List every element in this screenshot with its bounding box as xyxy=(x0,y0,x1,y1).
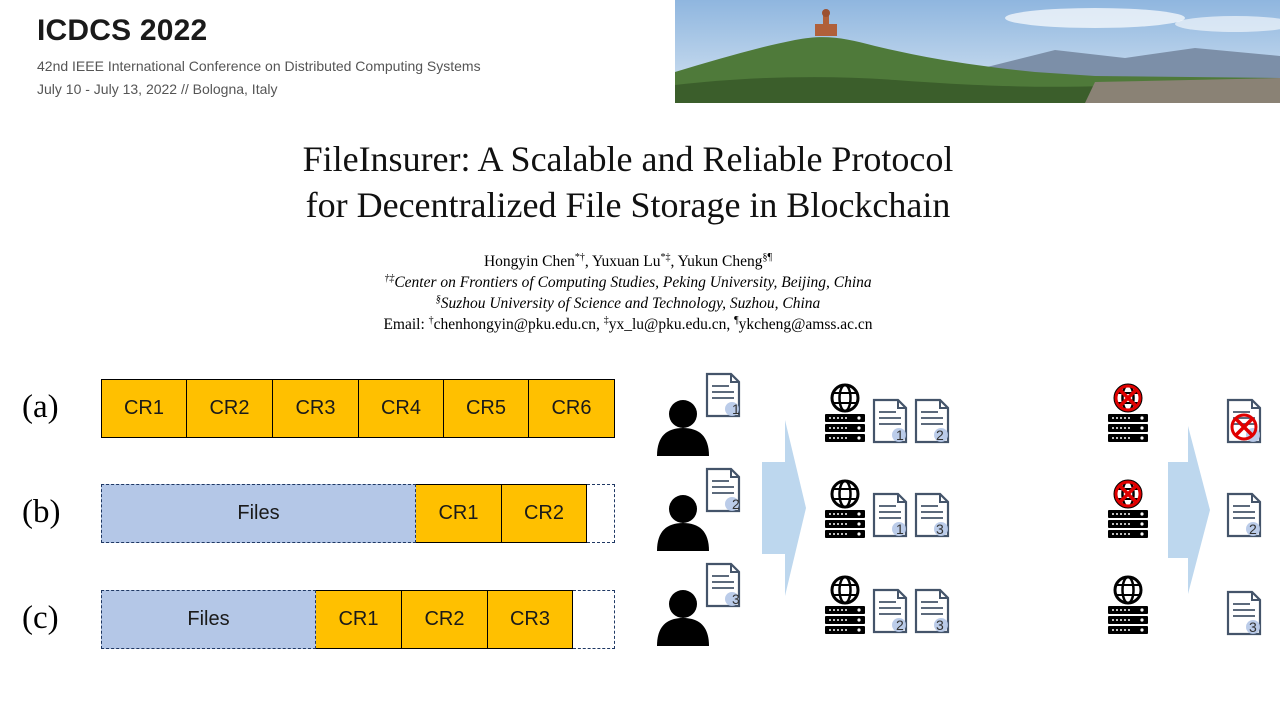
storage-bar-b: Files CR1 CR2 xyxy=(101,484,615,543)
affiliation-suzhou: §Suzhou University of Science and Techno… xyxy=(0,293,1256,313)
empty-space xyxy=(587,484,615,543)
author-name: Hongyin Chen xyxy=(483,253,575,270)
paper-title-line2: for Decentralized File Storage in Blockc… xyxy=(305,185,951,225)
email-mark: ¶ xyxy=(734,314,739,326)
bologna-landscape-banner xyxy=(675,0,1280,103)
cr-cell: CR1 xyxy=(101,379,187,438)
storage-flow-diagram: 1 2 3 1 2 1 3 2 3 2 3 xyxy=(657,372,1262,646)
email-mark: ‡ xyxy=(603,314,609,326)
file-number: 2 xyxy=(896,617,904,633)
user-icon xyxy=(657,400,709,456)
server-failed-icon xyxy=(1114,384,1142,412)
author-mark: *‡ xyxy=(660,251,671,263)
server-icon xyxy=(1106,383,1150,444)
empty-space xyxy=(573,590,615,649)
user-icon xyxy=(657,495,709,551)
author-mark: *† xyxy=(574,251,585,263)
cr-cell: CR2 xyxy=(402,590,488,649)
email-label: Email: xyxy=(383,316,429,333)
file-number: 2 xyxy=(1249,521,1257,537)
file-number: 3 xyxy=(732,591,740,607)
paper-title: FileInsurer: A Scalable and Reliable Pro… xyxy=(0,136,1256,228)
server-icon xyxy=(823,479,867,540)
affiliation-mark: †‡ xyxy=(384,272,395,284)
email-line: Email: †chenhongyin@pku.edu.cn, ‡yx_lu@p… xyxy=(383,314,873,333)
paper-title-line1: FileInsurer: A Scalable and Reliable Pro… xyxy=(302,139,954,179)
file-number: 2 xyxy=(732,496,740,512)
cr-cell: CR1 xyxy=(316,590,402,649)
file-number: 3 xyxy=(936,617,944,633)
author-list: Hongyin Chen*†, Yuxuan Lu*‡, Yukun Cheng… xyxy=(483,251,773,270)
row-label-b: (b) xyxy=(22,494,61,530)
cr-cell: CR3 xyxy=(273,379,359,438)
affiliation-text: Center on Frontiers of Computing Studies… xyxy=(394,274,872,291)
cr-cell: CR3 xyxy=(488,590,573,649)
storage-bar-a: CR1 CR2 CR3 CR4 CR5 CR6 xyxy=(101,379,615,438)
affiliation-peking: †‡Center on Frontiers of Computing Studi… xyxy=(0,272,1256,292)
author-name: Yukun Cheng xyxy=(677,253,763,270)
storage-bar-c: Files CR1 CR2 CR3 xyxy=(101,590,615,649)
cr-cell: CR6 xyxy=(529,379,615,438)
file-number: 3 xyxy=(1249,619,1257,635)
affiliation-text: Suzhou University of Science and Technol… xyxy=(440,295,821,312)
row-label-c: (c) xyxy=(22,600,59,636)
file-lost-icon xyxy=(1230,413,1258,441)
user-icon xyxy=(657,590,709,646)
file-number: 3 xyxy=(936,521,944,537)
cr-cell: CR2 xyxy=(502,484,587,543)
email-address[interactable]: chenhongyin@pku.edu.cn xyxy=(433,316,596,333)
conference-subtitle: 42nd IEEE International Conference on Di… xyxy=(37,58,481,74)
server-icon xyxy=(1106,479,1150,540)
conference-dates: July 10 - July 13, 2022 // Bologna, Ital… xyxy=(37,81,278,97)
file-number: 1 xyxy=(732,401,740,417)
server-icon xyxy=(1106,575,1150,636)
cr-cell: CR1 xyxy=(416,484,502,543)
author-name: Yuxuan Lu xyxy=(592,253,661,270)
email-mark: † xyxy=(428,314,434,326)
file-number: 2 xyxy=(936,427,944,443)
email-address[interactable]: yx_lu@pku.edu.cn xyxy=(608,316,727,333)
flow-arrow-icon xyxy=(762,420,806,596)
cr-cell: CR4 xyxy=(359,379,444,438)
server-icon xyxy=(823,575,867,636)
flow-arrow-icon xyxy=(1168,426,1210,594)
server-icon xyxy=(823,383,867,444)
row-label-a: (a) xyxy=(22,389,59,425)
author-mark: §¶ xyxy=(762,251,773,263)
conference-title: ICDCS 2022 xyxy=(37,14,208,47)
affiliation-mark: § xyxy=(435,293,441,305)
files-cell: Files xyxy=(101,484,416,543)
cr-cell: CR2 xyxy=(187,379,273,438)
file-number: 1 xyxy=(896,521,904,537)
files-cell: Files xyxy=(101,590,316,649)
server-failed-icon xyxy=(1114,480,1142,508)
email-address[interactable]: ykcheng@amss.ac.cn xyxy=(738,316,873,333)
cr-cell: CR5 xyxy=(444,379,529,438)
file-number: 1 xyxy=(896,427,904,443)
